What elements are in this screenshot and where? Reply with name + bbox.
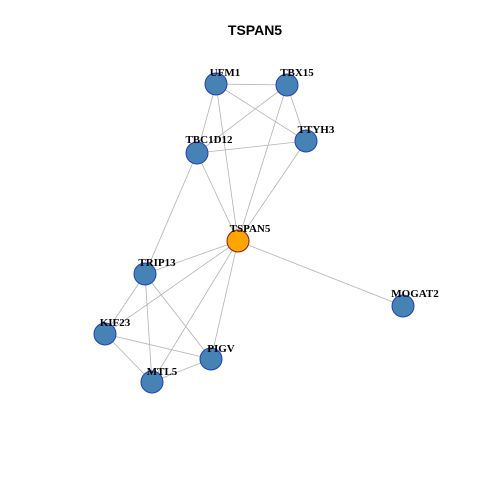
edge-tspan5-mogat2 (237, 240, 404, 307)
node-trip13[interactable] (133, 262, 157, 286)
node-pigv[interactable] (199, 347, 223, 371)
edge-tspan5-mtl5 (151, 240, 239, 383)
node-kif23[interactable] (93, 322, 117, 346)
edge-ufm1-tbc1d12 (196, 83, 217, 154)
edge-ttyh3-tspan5 (237, 140, 307, 242)
node-label-trip13: TRIP13 (138, 257, 176, 269)
node-label-mogat2: MOGAT2 (391, 288, 439, 300)
edge-trip13-mtl5 (144, 273, 153, 383)
edge-tbx15-tbc1d12 (196, 84, 288, 154)
edge-trip13-pigv (144, 273, 212, 360)
edge-ufm1-tbx15 (215, 83, 288, 86)
edge-kif23-pigv (104, 333, 212, 360)
node-mtl5[interactable] (140, 370, 164, 394)
edge-tspan5-pigv (210, 240, 239, 360)
node-label-tbx15: TBX15 (280, 67, 314, 79)
node-label-ttyh3: TTYH3 (298, 124, 335, 136)
node-label-pigv: PIGV (207, 343, 235, 355)
edge-ufm1-ttyh3 (215, 83, 307, 142)
edge-ttyh3-tbc1d12 (196, 140, 307, 154)
node-tspan5[interactable] (226, 229, 250, 253)
edge-tspan5-trip13 (144, 240, 239, 275)
nodes-layer (93, 72, 415, 394)
labels-layer: UFM1 TBX15TTYH3TBC1D12TSPAN5TRIP13MOGAT2K… (100, 67, 440, 378)
edges-layer (104, 83, 404, 383)
node-label-kif23: KIF23 (100, 317, 131, 329)
edge-trip13-kif23 (104, 273, 146, 335)
edge-tbc1d12-tspan5 (196, 152, 239, 242)
edge-tbc1d12-trip13 (144, 152, 198, 275)
node-ufm1[interactable] (204, 72, 228, 96)
node-label-tspan5: TSPAN5 (230, 223, 271, 235)
edge-tbx15-tspan5 (237, 84, 288, 242)
node-label-ufm1: UFM1 (210, 67, 241, 79)
node-tbx15[interactable] (275, 73, 299, 97)
edge-ufm1-tspan5 (215, 83, 239, 242)
node-ttyh3[interactable] (294, 129, 318, 153)
node-tbc1d12[interactable] (185, 141, 209, 165)
edge-tspan5-kif23 (104, 240, 239, 335)
node-label-mtl5: MTL5 (147, 366, 178, 378)
node-label-tbc1d12: TBC1D12 (185, 134, 233, 146)
graph-title: TSPAN5 (228, 22, 282, 38)
node-mogat2[interactable] (391, 294, 415, 318)
